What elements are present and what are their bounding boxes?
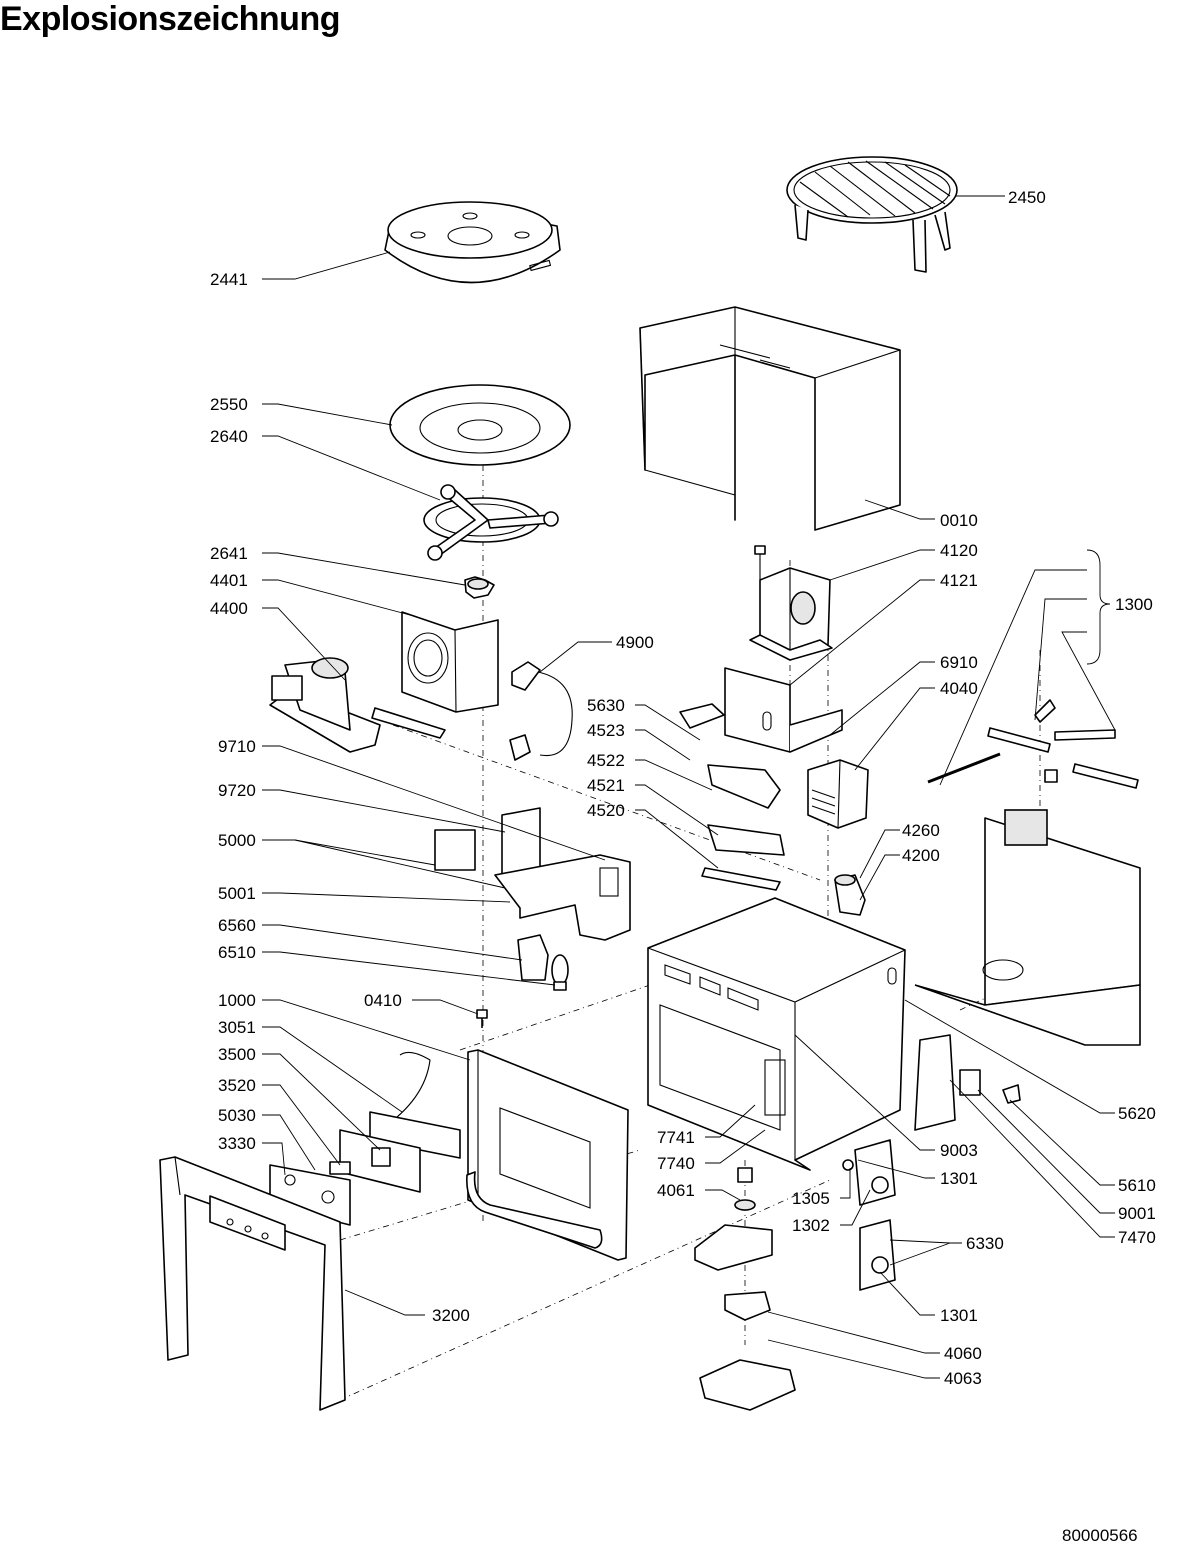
callout-4063: 4063 [944,1369,982,1388]
part-5620-switch-holder [914,1034,1021,1131]
callout-4900: 4900 [616,633,654,652]
page-title: Explosionszeichnung [0,0,340,38]
callout-1302: 1302 [792,1216,830,1235]
callout-2641: 2641 [210,544,248,563]
callout-2550: 2550 [210,395,248,414]
part-0410-screw [476,1009,488,1028]
part-9720-circuit-board [434,807,631,941]
callout-4060: 4060 [944,1344,982,1363]
callout-4521: 4521 [587,776,625,795]
callout-4200: 4200 [902,846,940,865]
callout-6330: 6330 [966,1234,1004,1253]
part-4060-turntable-motor [694,1167,796,1411]
part-2450-grill-rack [786,156,958,273]
callout-4061: 4061 [657,1181,695,1200]
part-4200-capacitor [834,874,866,916]
part-0010-outer-casing [639,306,901,531]
callout-3200: 3200 [432,1306,470,1325]
part-2640-roller-ring [423,484,559,561]
callout-4260: 4260 [902,821,940,840]
callout-1000: 1000 [218,991,256,1010]
part-1300-strips [927,699,1139,789]
part-3500-control-board [269,1051,461,1226]
callout-5620: 5620 [1118,1104,1156,1123]
part-4121-bracket [724,667,843,753]
callout-0010: 0010 [940,511,978,530]
callout-4400: 4400 [210,599,248,618]
callout-9001: 9001 [1118,1204,1156,1223]
callout-9003: 9003 [940,1141,978,1160]
part-2641-coupler [464,576,495,599]
part-4400-fan-motor [269,657,446,753]
callout-4040: 4040 [940,679,978,698]
part-4520-4523-waveguide [679,703,785,891]
part-1000-door [466,1049,629,1261]
callout-6560: 6560 [218,916,256,935]
callout-3051: 3051 [218,1018,256,1037]
callout-5610: 5610 [1118,1176,1156,1195]
callout-5001: 5001 [218,884,256,903]
callout-5000: 5000 [218,831,256,850]
part-3200-front-frame [159,1156,346,1411]
part-4401-fan-housing [401,611,499,713]
leader-lines [262,195,1116,1379]
callout-3330: 3330 [218,1134,256,1153]
callout-0410: 0410 [364,991,402,1010]
part-2441-cover [384,201,561,284]
callout-1300: 1300 [1115,595,1153,614]
callout-labels: 2441 2450 2550 2640 0010 2641 4401 4400 … [210,188,1156,1388]
part-1000-cavity [647,897,906,1171]
callout-4120: 4120 [940,541,978,560]
callout-4520: 4520 [587,801,625,820]
callout-1301-upper: 1301 [940,1169,978,1188]
callout-2441: 2441 [210,270,248,289]
callout-1305: 1305 [792,1189,830,1208]
callout-6510: 6510 [218,943,256,962]
part-2550-glass-tray [389,384,571,466]
callout-6910: 6910 [940,653,978,672]
callout-5030: 5030 [218,1106,256,1125]
callout-4401: 4401 [210,571,248,590]
callout-9710: 9710 [218,737,256,756]
part-1301-interlock-switch [842,1139,896,1291]
part-4900-power-cord [509,661,573,761]
part-4040-magnetron [807,759,869,829]
callout-9720: 9720 [218,781,256,800]
callout-7740: 7740 [657,1154,695,1173]
callout-4522: 4522 [587,751,625,770]
callout-1301-lower: 1301 [940,1306,978,1325]
document-number: 80000566 [1062,1526,1138,1545]
callout-7470: 7470 [1118,1228,1156,1247]
callout-3520: 3520 [218,1076,256,1095]
part-rear-panel [914,809,1141,1046]
part-6510-lamp [517,934,569,991]
callout-5630: 5630 [587,696,625,715]
callout-4523: 4523 [587,721,625,740]
callout-7741: 7741 [657,1128,695,1147]
callout-4121: 4121 [940,571,978,590]
part-4120-transformer [749,545,833,661]
callout-2640: 2640 [210,427,248,446]
callout-2450: 2450 [1008,188,1046,207]
callout-3500: 3500 [218,1045,256,1064]
